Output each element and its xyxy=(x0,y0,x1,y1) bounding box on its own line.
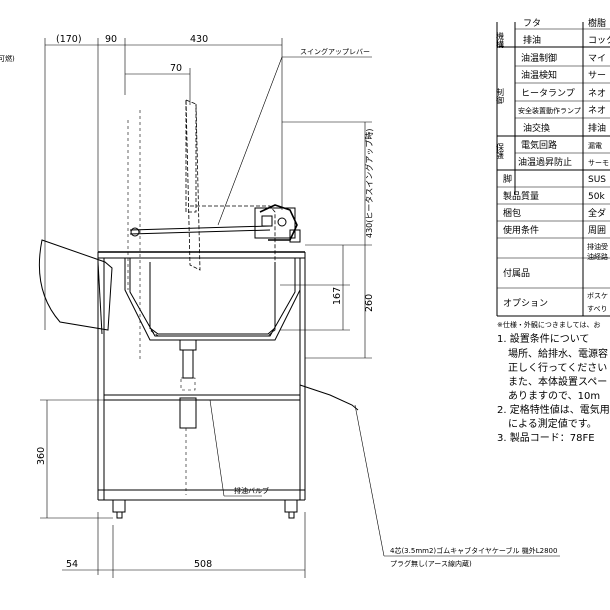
spec-value: すべり xyxy=(587,305,608,313)
left-edge-text: 可燃) xyxy=(0,54,15,63)
bottom-dimensions: 54 508 xyxy=(62,512,306,578)
dim-bottom-508: 508 xyxy=(194,559,212,570)
dim-bottom-54: 54 xyxy=(66,559,78,570)
dim-top-90: 90 xyxy=(105,34,117,45)
dim-360: 360 xyxy=(36,447,47,465)
note-line: ありますので、10m xyxy=(508,390,600,402)
spec-item: 油温過昇防止 xyxy=(518,156,572,168)
spec-item: 排油 xyxy=(523,34,541,46)
drain-valve-callout: 排油バルブ xyxy=(209,399,269,497)
swing-lever-label: スイングアップレバー xyxy=(300,47,370,56)
note-line: 正しく行ってください xyxy=(508,361,607,374)
note-line: 3. 製品コード：78FE xyxy=(497,431,595,444)
spec-value: ボスケ xyxy=(587,292,608,300)
spec-item: オプション xyxy=(503,298,548,309)
control-head xyxy=(129,204,301,243)
spec-item: 油温検知 xyxy=(521,69,557,81)
spec-value: 周囲 xyxy=(588,225,606,236)
spec-value: 排油受 xyxy=(587,242,608,251)
dim-top-170: (170) xyxy=(56,34,82,45)
group-label-control: 制御 xyxy=(496,87,505,105)
spec-value: 排油 xyxy=(588,122,606,134)
spec-table: 機構 制御 保護 フタ 樹脂 排油 コック 油温制御 マイ 油温検知 サー ヒー… xyxy=(496,17,610,317)
notes-block: ※仕様・外観につきましては、お 1. 設置条件について 場所、給排水、電源容 正… xyxy=(497,320,610,444)
spec-value: サーモ xyxy=(588,159,609,167)
spec-item: 安全装置動作ランプ xyxy=(518,106,581,115)
spec-item: フタ xyxy=(523,18,541,29)
spec-value: 全ダ xyxy=(588,207,606,219)
spec-value: サー xyxy=(588,70,606,81)
spec-value: 50k xyxy=(588,192,605,202)
fryer-body xyxy=(38,239,359,519)
note-line: 2. 定格特性値は、電気用 xyxy=(497,403,610,416)
note-line: 1. 設置条件について xyxy=(497,332,589,345)
note-line: また、本体設置スペー xyxy=(508,375,607,388)
dim-430-lifted: 430(ヒータスイングアップ時) xyxy=(364,128,374,238)
spec-item: ヒータランプ xyxy=(521,88,575,99)
spec-item: 電気回路 xyxy=(521,139,557,151)
spec-value: 漏電 xyxy=(588,141,602,150)
group-label-protection: 保護 xyxy=(496,142,505,160)
spec-value: ネオ xyxy=(588,88,606,99)
spec-item: 油温制御 xyxy=(521,52,557,64)
plug-label: プラグ無し(アース線内蔵) xyxy=(390,559,472,568)
spec-item: 付属品 xyxy=(503,268,530,279)
spec-value: SUS xyxy=(588,175,606,185)
note-line: による測定値です。 xyxy=(508,417,597,430)
spec-item: 油交換 xyxy=(523,122,550,134)
spec-value: マイ xyxy=(588,54,606,64)
spec-value: 油経路 xyxy=(587,252,608,261)
dim-167: 167 xyxy=(332,287,343,305)
spec-value: ネオ xyxy=(588,105,606,116)
notes-header: ※仕様・外観につきましては、お xyxy=(497,320,601,329)
cable-label: 4芯(3.5mm2)ゴムキャブタイヤケーブル 機外L2800 xyxy=(390,546,557,555)
spec-item: 脚 xyxy=(503,174,512,185)
note-line: 場所、給排水、電源容 xyxy=(508,347,608,360)
cable-callout: 4芯(3.5mm2)ゴムキャブタイヤケーブル 機外L2800 プラグ無し(アース… xyxy=(354,404,560,568)
spec-item: 梱包 xyxy=(503,207,521,219)
spec-value: 樹脂 xyxy=(588,17,606,29)
swing-lever-callout: スイングアップレバー xyxy=(217,47,372,226)
dim-handle-70: 70 xyxy=(170,63,182,74)
dim-top-430: 430 xyxy=(190,34,208,45)
drain-valve-label: 排油バルブ xyxy=(234,486,269,495)
spec-item: 製品質量 xyxy=(503,190,539,202)
top-dimensions: (170) 90 430 70 xyxy=(44,34,283,340)
spec-item: 使用条件 xyxy=(503,224,539,236)
group-label-mechanism: 機構 xyxy=(496,31,505,49)
spec-value: コック xyxy=(588,35,610,46)
side-dimensions: 430(ヒータスイングアップ時) 167 260 360 xyxy=(36,121,375,519)
dim-260: 260 xyxy=(364,294,375,312)
